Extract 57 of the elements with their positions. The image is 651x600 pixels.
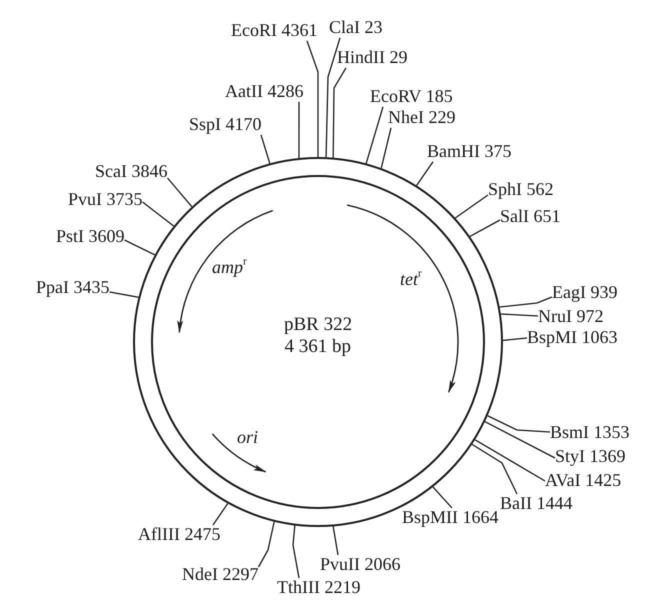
leader-line	[366, 106, 384, 164]
restriction-site-label: NheI 229	[388, 108, 456, 128]
restriction-site-label: NruI 972	[538, 307, 604, 327]
leader-line	[292, 525, 300, 578]
leader-line	[260, 134, 270, 164]
gene-label: amp$^{r}$	[212, 258, 247, 278]
leader-line	[124, 239, 156, 256]
restriction-site-label: SspI 4170	[189, 115, 262, 135]
restriction-site-label: PvuI 3735	[68, 190, 143, 210]
leader-line	[416, 161, 434, 186]
leader-line	[432, 486, 452, 508]
restriction-site-label: SalI 651	[500, 207, 560, 227]
leader-line	[484, 421, 556, 459]
leader-line	[109, 291, 139, 298]
restriction-site-label: BspMII 1664	[402, 508, 499, 528]
restriction-site-label: EcoRV 185	[370, 87, 453, 107]
restriction-site-label: EagI 939	[552, 283, 618, 303]
plasmid-name: pBR 322	[284, 314, 352, 336]
restriction-site-label: AatII 4286	[225, 82, 304, 102]
origin-label: ori	[237, 428, 258, 448]
restriction-site-label: ScaI 3846	[95, 162, 168, 182]
leader-line	[470, 219, 500, 237]
restriction-site-label: SphI 562	[488, 180, 554, 200]
gene-label: tet$^{r}$	[400, 270, 422, 290]
restriction-site-label: NdeI 2297	[182, 565, 258, 585]
leader-line	[325, 38, 341, 158]
leader-line	[474, 439, 546, 482]
restriction-site-label: BamHI 375	[427, 142, 512, 162]
restriction-site-label: PstI 3609	[56, 227, 125, 247]
leader-line	[500, 296, 552, 308]
leader-line	[306, 40, 319, 157]
restriction-site-label: AflIII 2475	[138, 525, 220, 545]
leader-line	[332, 67, 347, 158]
leader-line	[380, 128, 392, 168]
restriction-site-label: EcoRI 4361	[231, 21, 318, 41]
leader-line	[298, 102, 300, 158]
restriction-site-label: HindII 29	[337, 48, 408, 68]
leader-line	[142, 201, 174, 227]
plasmid-size: 4 361 bp	[284, 336, 351, 358]
leader-line	[500, 313, 538, 317]
leader-line	[487, 415, 550, 433]
restriction-site-label: BspMI 1063	[527, 328, 618, 348]
leader-line	[332, 526, 339, 556]
leader-line	[472, 444, 518, 494]
leader-line	[212, 503, 228, 526]
leader-line	[258, 522, 275, 568]
restriction-site-label: ClaI 23	[329, 18, 382, 38]
leader-line	[502, 337, 528, 342]
restriction-site-label: StyI 1369	[555, 447, 626, 467]
restriction-site-label: BsmI 1353	[550, 423, 630, 443]
restriction-site-label: TthIII 2219	[277, 578, 360, 598]
leader-line	[454, 194, 488, 218]
restriction-site-label: PvuII 2066	[320, 555, 400, 575]
restriction-site-label: AVaI 1425	[545, 471, 622, 491]
restriction-site-label: PpaI 3435	[36, 278, 110, 298]
restriction-site-label: BaII 1444	[500, 494, 572, 514]
leader-line	[166, 178, 192, 208]
